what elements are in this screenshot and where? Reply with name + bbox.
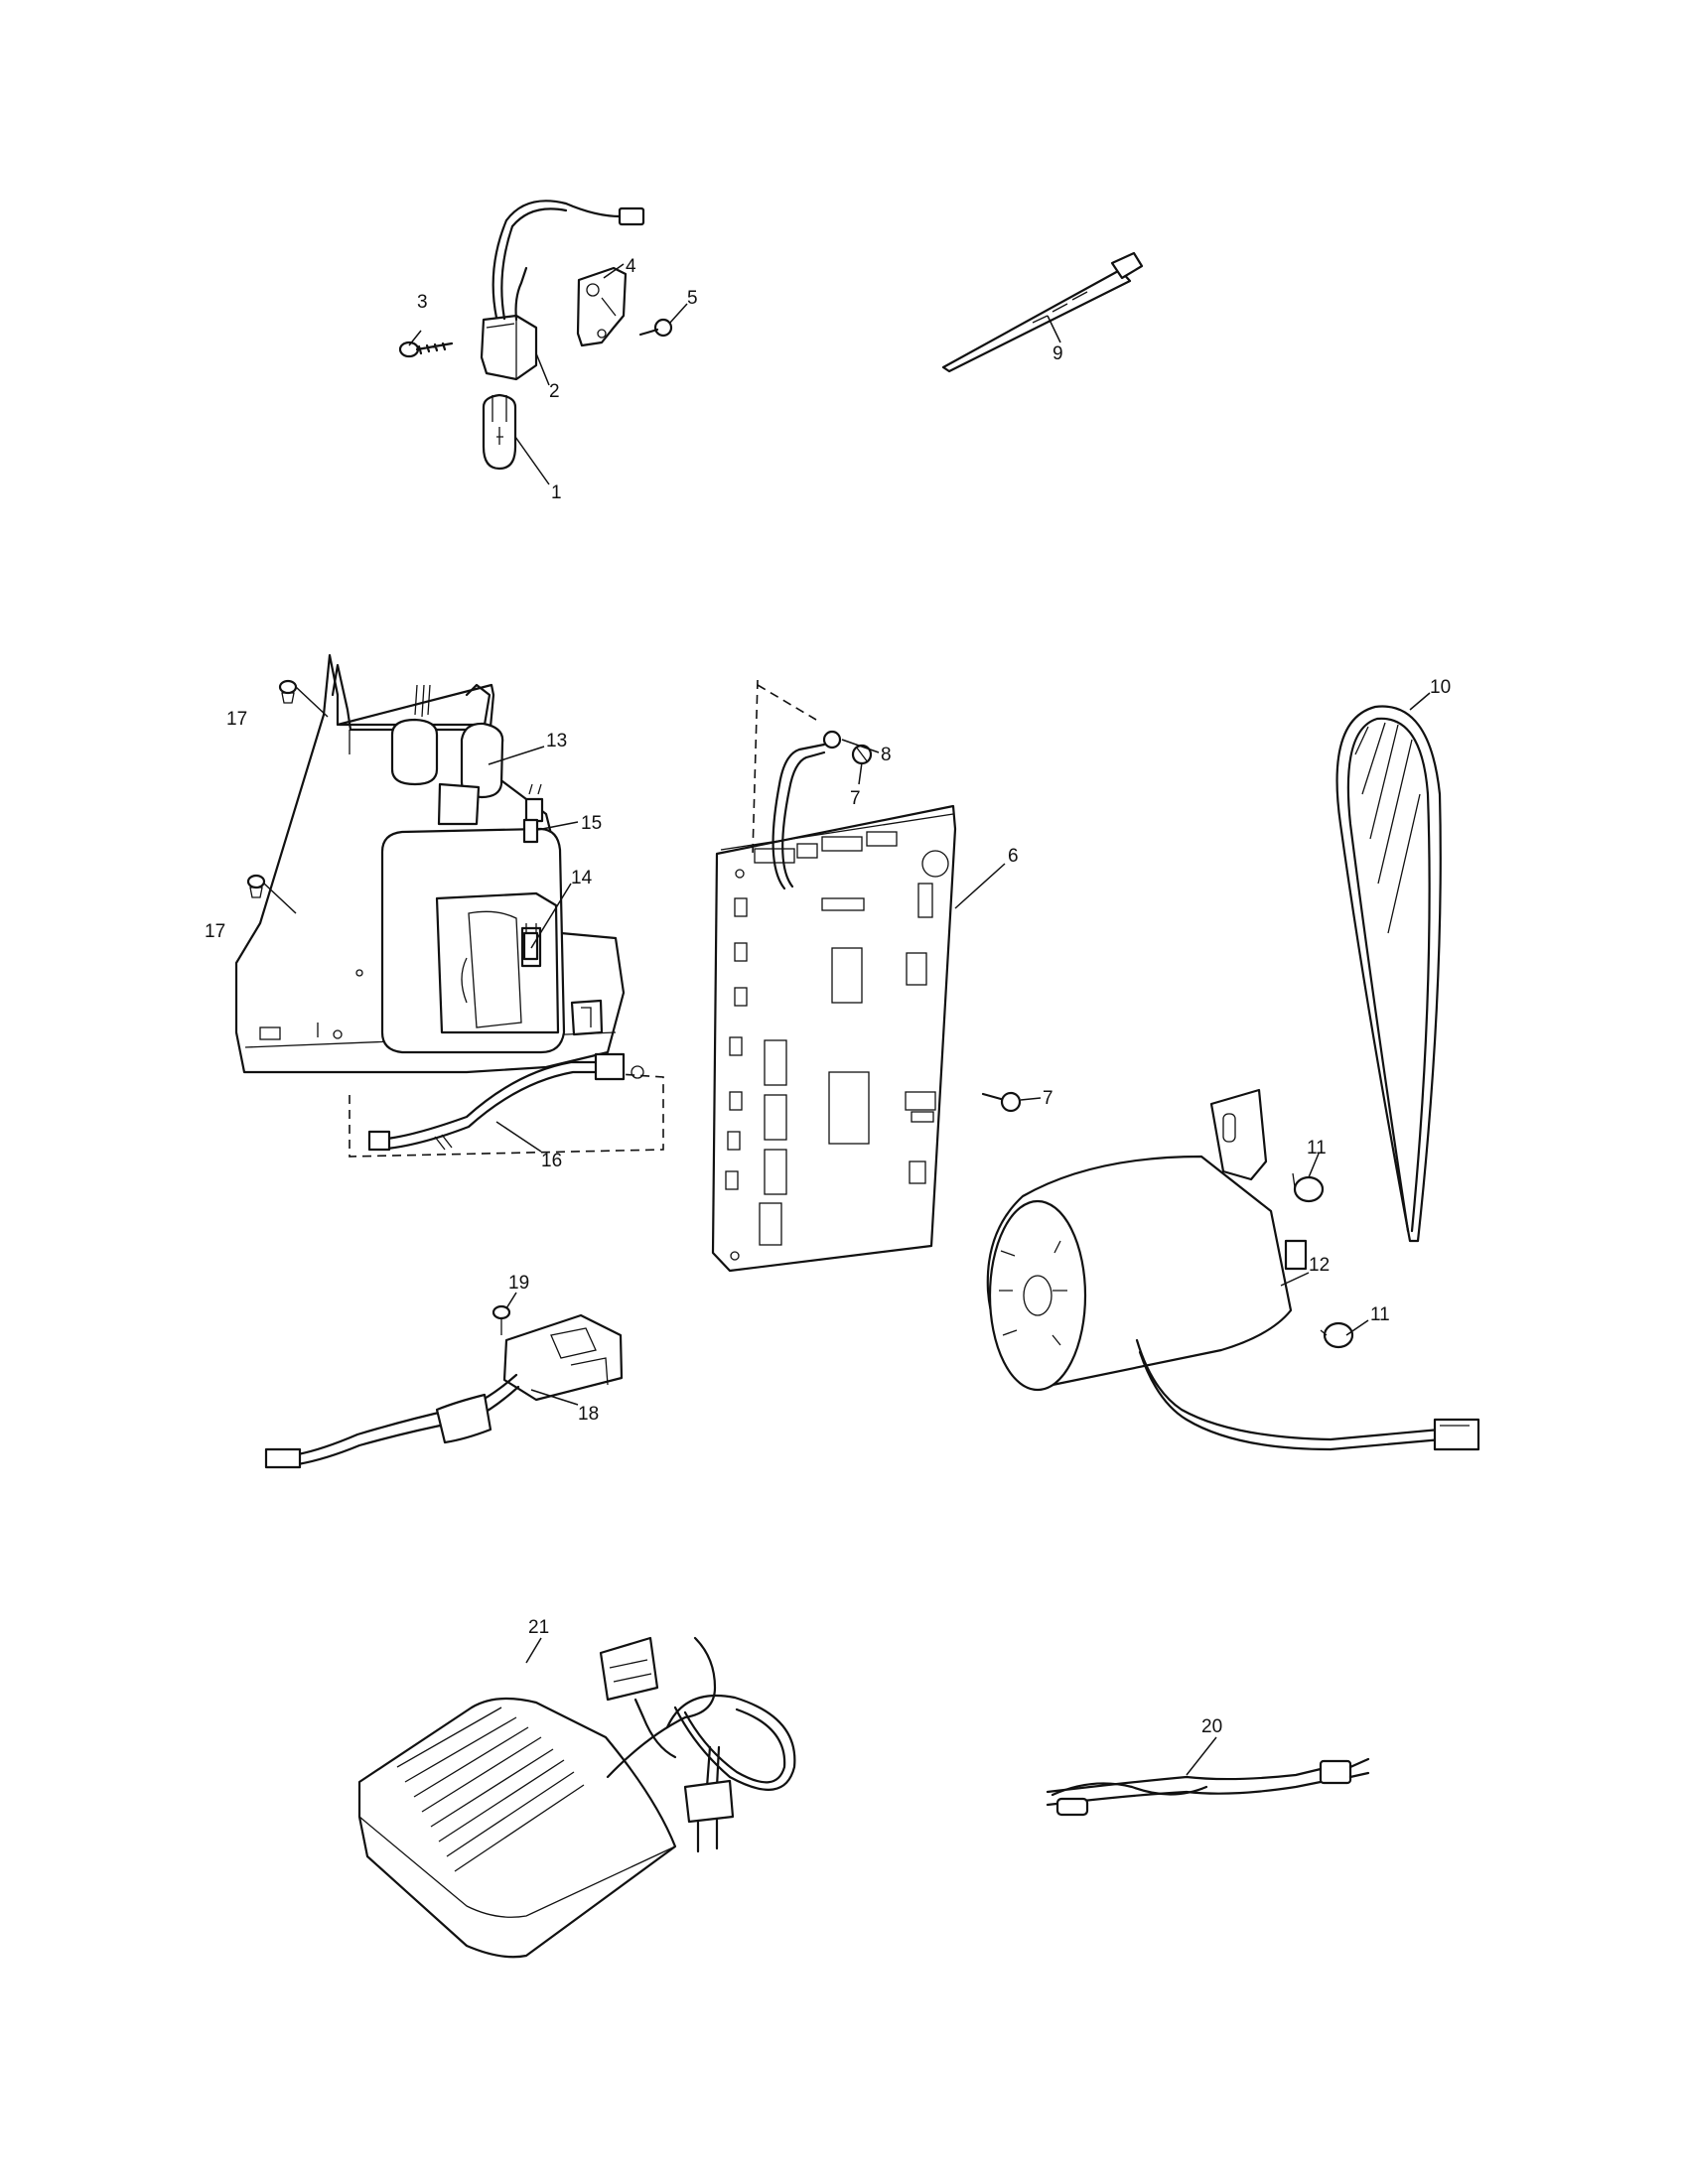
part-17-screw-upper xyxy=(278,679,298,704)
part-17-screw-lower xyxy=(246,874,266,898)
part-1-bulb xyxy=(482,393,517,471)
part-11-screw-upper xyxy=(1292,1172,1325,1203)
callout-16: 16 xyxy=(541,1151,562,1171)
callout-21: 21 xyxy=(528,1617,549,1638)
callout-8: 8 xyxy=(881,745,892,765)
part-11-screw-lower xyxy=(1320,1321,1354,1349)
callout-18: 18 xyxy=(578,1404,599,1425)
callout-7-lower: 7 xyxy=(1043,1088,1053,1109)
part-15-fuse xyxy=(522,818,539,844)
part-18-connector-assembly xyxy=(264,1313,624,1469)
callout-6: 6 xyxy=(1008,846,1019,867)
callout-10: 10 xyxy=(1430,677,1451,698)
callout-labels: 1 2 3 4 5 6 7 7 8 9 10 11 11 12 13 14 15… xyxy=(205,256,1451,1737)
callout-17-lower: 17 xyxy=(205,921,225,942)
callout-9: 9 xyxy=(1052,343,1063,364)
part-7-screw-lower xyxy=(981,1091,1022,1113)
part-21-foot-controller xyxy=(357,1636,796,1959)
leader-lines xyxy=(263,263,1431,1776)
callout-19: 19 xyxy=(508,1273,529,1294)
callout-14: 14 xyxy=(571,868,593,888)
callout-11-upper: 11 xyxy=(1307,1138,1327,1159)
part-4-bracket xyxy=(576,266,628,347)
part-6-circuit-board xyxy=(711,804,957,1273)
part-9-cable-tie xyxy=(941,251,1144,373)
part-12-motor xyxy=(986,1088,1480,1451)
part-19-screw xyxy=(491,1304,511,1335)
callout-12: 12 xyxy=(1309,1255,1330,1276)
part-5-screw xyxy=(638,318,673,338)
part-10-belt xyxy=(1335,705,1442,1243)
part-2-lamp-socket xyxy=(480,200,645,381)
part-3-screw xyxy=(398,341,454,358)
callout-15: 15 xyxy=(581,813,602,834)
part-13-power-unit xyxy=(234,653,626,1074)
part-14-fuse xyxy=(522,931,539,961)
callout-20: 20 xyxy=(1201,1716,1222,1737)
part-20-power-cord xyxy=(1046,1757,1370,1817)
callout-4: 4 xyxy=(626,256,636,277)
callout-3: 3 xyxy=(417,292,428,313)
callout-1: 1 xyxy=(551,482,562,503)
callout-11-lower: 11 xyxy=(1370,1304,1390,1325)
callout-7-upper: 7 xyxy=(850,788,861,809)
part-16-wire-harness xyxy=(349,1052,664,1158)
callout-17-upper: 17 xyxy=(226,709,247,730)
callout-13: 13 xyxy=(546,731,567,751)
part-8-ground-wire xyxy=(752,679,842,890)
callout-5: 5 xyxy=(687,288,698,309)
callout-2: 2 xyxy=(549,381,560,402)
